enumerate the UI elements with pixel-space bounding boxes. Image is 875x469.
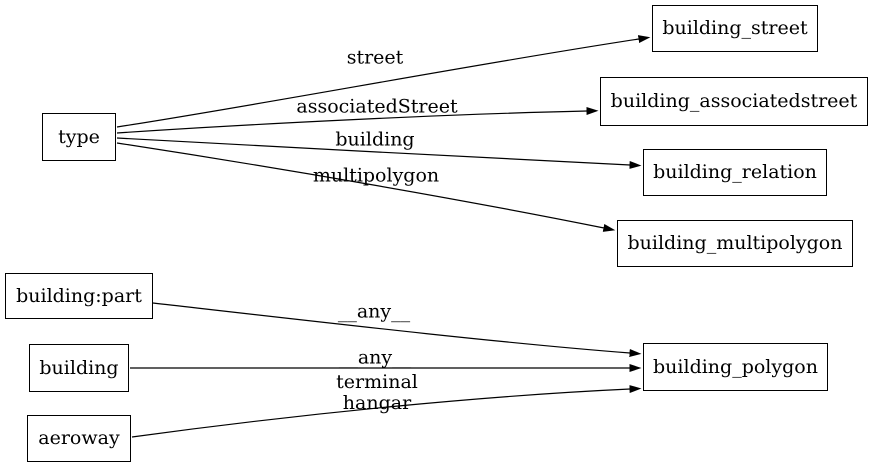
edge-label-terminal-hangar: terminal hangar (336, 372, 418, 414)
edge-label-associatedstreet: associatedStreet (296, 95, 458, 118)
node-building: building (29, 344, 129, 392)
node-aeroway: aeroway (27, 415, 131, 462)
edge-label-any-building: __any__ (338, 346, 412, 369)
edge-type-building-street (116, 35, 651, 128)
edge-label-street: street (346, 46, 404, 69)
edge-label-any-buildingpart: __any__ (337, 300, 411, 323)
edge-type-building-multipolygon (116, 142, 616, 232)
edge-type-building-relation (116, 137, 642, 169)
node-building-part: building:part (5, 273, 153, 319)
node-type: type (42, 113, 116, 161)
edge-buildingpart-building-polygon (152, 302, 642, 357)
edge-label-multipolygon: multipolygon (312, 164, 440, 187)
node-building-associatedstreet: building_associatedstreet (600, 77, 868, 126)
node-building-street: building_street (652, 5, 818, 52)
node-building-relation: building_relation (643, 149, 827, 196)
edge-aeroway-building-polygon (131, 385, 642, 438)
edge-label-hangar-line: hangar (342, 392, 412, 414)
node-building-multipolygon: building_multipolygon (617, 220, 853, 267)
edge-type-building-associatedstreet (116, 107, 599, 134)
node-building-polygon: building_polygon (643, 343, 828, 391)
edge-label-terminal-line: terminal (336, 371, 418, 393)
edge-label-building: building (335, 128, 415, 151)
